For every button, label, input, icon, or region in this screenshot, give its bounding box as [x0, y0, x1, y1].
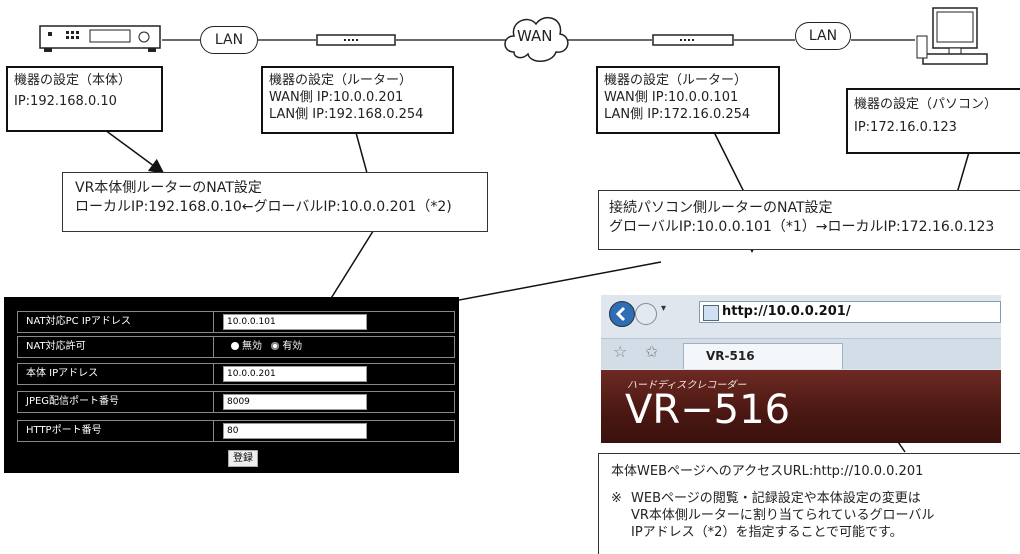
device-main-title: 機器の設定（本体） [14, 73, 132, 88]
address-bar[interactable]: http://10.0.0.201/ [699, 301, 1001, 323]
pc-ip: IP:172.16.0.123 [854, 120, 957, 135]
back-button[interactable] [609, 301, 635, 327]
router-left-lan: LAN側 IP:192.168.0.254 [269, 107, 424, 122]
note-text-2: VR本体側ルーターに割り当てられているグローバル [631, 508, 935, 523]
favorites-star-icon[interactable]: ☆ [613, 342, 628, 361]
label-device-ip: 本体 IPアドレス [18, 364, 214, 384]
nat-pc-ip-input[interactable]: 10.0.0.101 [223, 314, 367, 330]
tab-vr516[interactable]: VR-516 [683, 343, 843, 369]
row-http-port: HTTPポート番号 80 [17, 420, 455, 442]
router-right-title: 機器の設定（ルーター） [604, 73, 748, 88]
nat-left-title: VR本体側ルーターのNAT設定 [75, 180, 262, 196]
add-favorites-icon[interactable]: ✩ [645, 342, 659, 361]
router-left-wan: WAN側 IP:10.0.0.201 [269, 90, 404, 105]
label-nat-pc-ip: NAT対応PC IPアドレス [18, 312, 214, 332]
access-url-line: 本体WEBページへのアクセスURL:http://10.0.0.201 [611, 464, 924, 479]
nat-right-box: 接続パソコン側ルーターのNAT設定 グローバルIP:10.0.0.101（*1）… [598, 190, 1020, 250]
nat-left-line: ローカルIP:192.168.0.10←グローバルIP:10.0.0.201（*… [75, 199, 452, 215]
register-button[interactable]: 登録 [228, 450, 258, 467]
nat-permit-radios: 無効 有効 [231, 337, 302, 357]
nat-settings-panel: NAT対応PC IPアドレス 10.0.0.101 NAT対応許可 無効 有効 … [4, 297, 459, 473]
label-jpeg-port: JPEG配信ポート番号 [18, 392, 214, 412]
label-http-port: HTTPポート番号 [18, 421, 214, 441]
router-right-lan: LAN側 IP:172.16.0.254 [604, 107, 751, 122]
lan-right-label: LAN [795, 22, 851, 50]
router-left-title: 機器の設定（ルーター） [269, 73, 413, 88]
router-right-settings-box: 機器の設定（ルーター） WAN側 IP:10.0.0.101 LAN側 IP:1… [596, 66, 780, 134]
jpeg-port-input[interactable]: 8009 [223, 394, 367, 410]
note-text-3: IPアドレス（*2）を指定することで可能です。 [631, 525, 903, 540]
row-nat-permit: NAT対応許可 無効 有効 [17, 336, 455, 358]
pc-icon [915, 6, 995, 68]
router-right-wan: WAN側 IP:10.0.0.101 [604, 90, 739, 105]
nat-right-title: 接続パソコン側ルーターのNAT設定 [609, 200, 833, 216]
router-left-settings-box: 機器の設定（ルーター） WAN側 IP:10.0.0.201 LAN側 IP:1… [261, 66, 454, 134]
pc-settings-box: 機器の設定（パソコン） IP:172.16.0.123 [846, 88, 1020, 154]
router-right-icon [652, 33, 734, 49]
radio-disable-label: 無効 [242, 341, 262, 352]
tab-bar: ☆ ✩ VR-516 [601, 338, 1001, 369]
router-left-icon [316, 33, 396, 49]
label-nat-permit: NAT対応許可 [18, 337, 214, 357]
page-icon [703, 305, 719, 321]
row-nat-pc-ip: NAT対応PC IPアドレス 10.0.0.101 [17, 311, 455, 333]
vr516-banner: ハードディスクレコーダー VR−516 [601, 370, 1001, 443]
wan-label: WAN [517, 27, 553, 45]
recorder-device-icon [38, 22, 162, 56]
lan-left-label: LAN [200, 26, 258, 54]
access-note-box: 本体WEBページへのアクセスURL:http://10.0.0.201 ※ WE… [598, 453, 1020, 554]
nat-left-box: VR本体側ルーターのNAT設定 ローカルIP:192.168.0.10←グローバ… [62, 172, 488, 232]
banner-title: VR−516 [625, 387, 791, 433]
pc-title: 機器の設定（パソコン） [854, 97, 998, 112]
nat-right-line: グローバルIP:10.0.0.101（*1）→ローカルIP:172.16.0.1… [609, 219, 995, 235]
device-ip-input[interactable]: 10.0.0.201 [223, 366, 367, 382]
radio-disable[interactable] [231, 342, 239, 350]
row-jpeg-port: JPEG配信ポート番号 8009 [17, 391, 455, 413]
row-device-ip: 本体 IPアドレス 10.0.0.201 [17, 363, 455, 385]
banner-subtitle: ハードディスクレコーダー [627, 380, 747, 391]
http-port-input[interactable]: 80 [223, 423, 367, 439]
note-mark: ※ [611, 491, 622, 506]
forward-button[interactable] [635, 303, 657, 325]
radio-enable-label: 有効 [282, 341, 303, 352]
wan-cloud-icon [500, 8, 572, 68]
device-main-ip: IP:192.168.0.10 [14, 94, 117, 109]
radio-enable[interactable] [271, 342, 280, 350]
browser-window: ▾ http://10.0.0.201/ ☆ ✩ VR-516 ハードディスクレ… [601, 295, 1001, 443]
history-dropdown-icon[interactable]: ▾ [661, 303, 667, 314]
note-text-1: WEBページの閲覧・記録設定や本体設定の変更は [631, 491, 921, 506]
device-main-settings-box: 機器の設定（本体） IP:192.168.0.10 [6, 66, 163, 132]
